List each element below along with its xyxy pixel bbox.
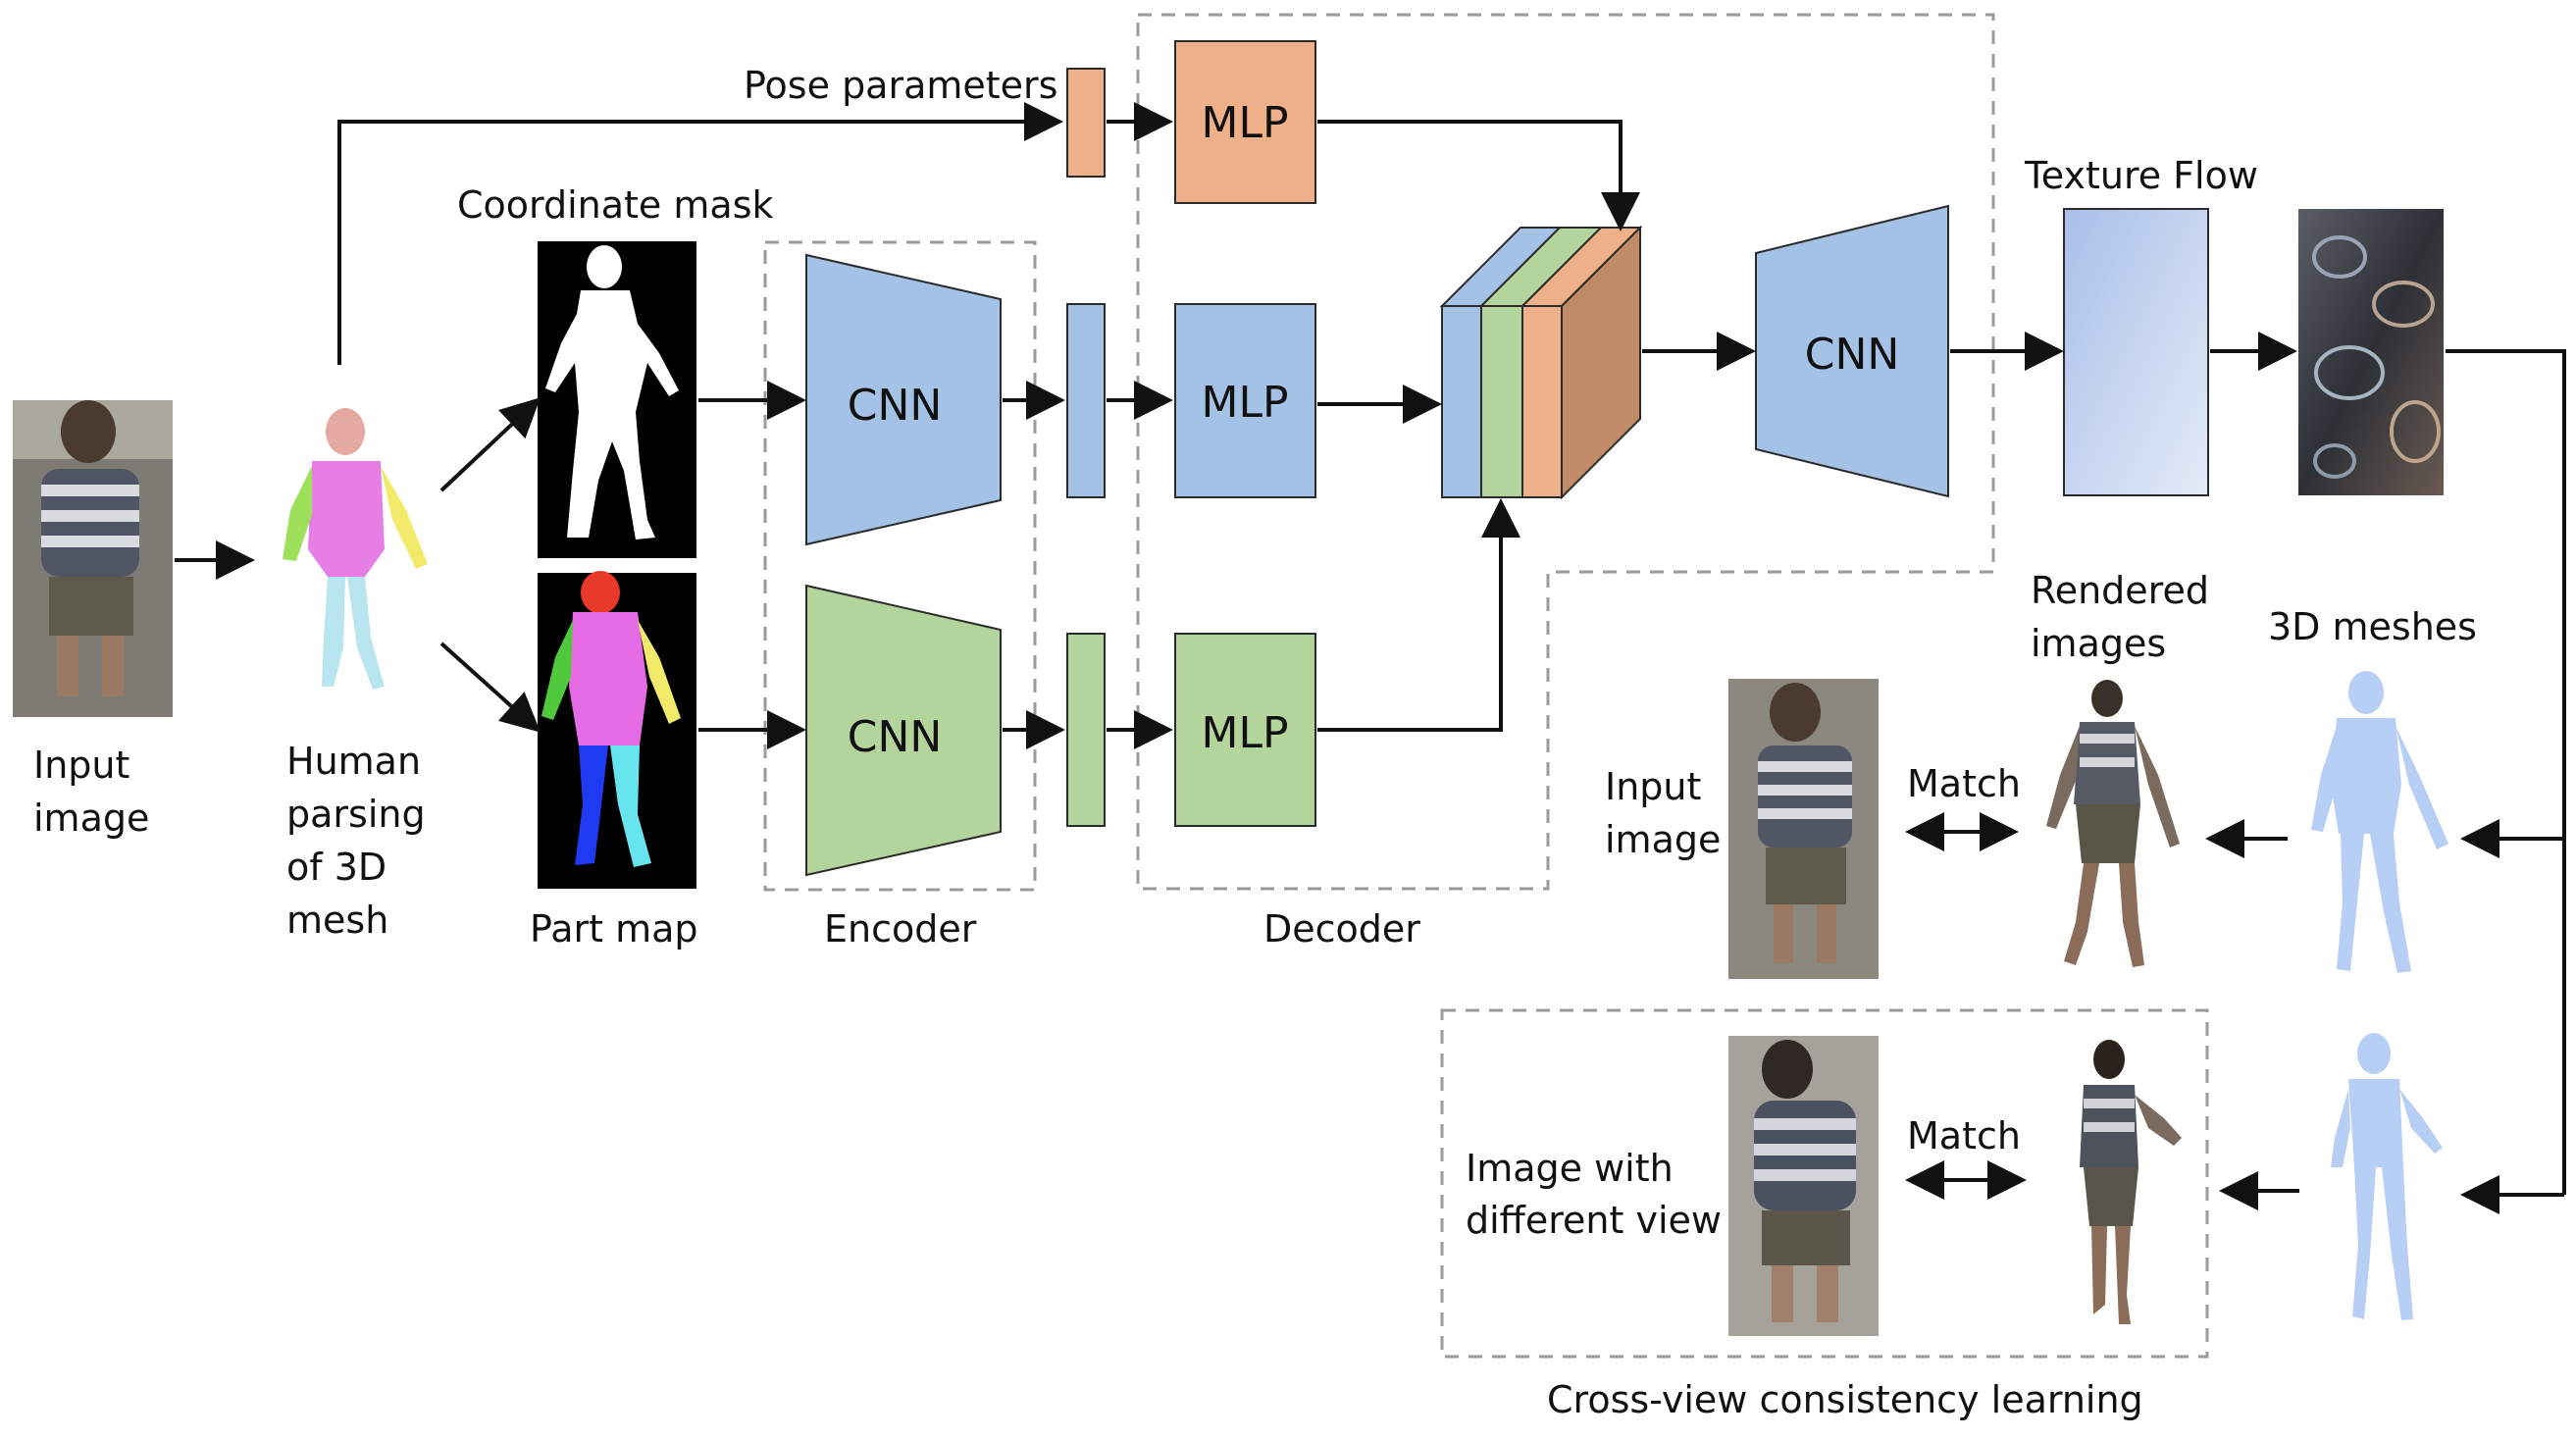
image-different-view-photo (1728, 1036, 1879, 1336)
latent-green (1066, 633, 1106, 827)
human-parsing-label: Human parsing of 3D mesh (286, 740, 438, 942)
texture-swatch (2298, 209, 2444, 495)
match-top-label: Match (1907, 762, 2021, 805)
mlp-blue (1174, 303, 1316, 498)
coordinate-mask-image (538, 241, 696, 558)
decoder-label: Decoder (1263, 907, 1420, 951)
arrows (175, 102, 2566, 1214)
texture-flow-label: Texture Flow (2024, 154, 2258, 197)
rendered-person-top (2046, 680, 2180, 967)
part-map-image (538, 571, 696, 889)
latent-blue (1066, 303, 1106, 498)
cnn-texture-label: CNN (1805, 330, 1900, 380)
mlp-green-label: MLP (1201, 708, 1288, 758)
cnn-texture-decoder (1755, 204, 1949, 498)
cnn-green-label: CNN (848, 712, 943, 762)
input-image-right-label: Input image (1605, 765, 1721, 861)
mlp-pose-label: MLP (1201, 98, 1288, 148)
pose-vector-block (1066, 68, 1106, 178)
mlp-blue-label: MLP (1201, 378, 1288, 428)
rendered-person-bottom (2080, 1040, 2182, 1324)
parsed-mesh-icon (283, 408, 428, 690)
image-different-view-label: Image with different view (1466, 1147, 1722, 1242)
cnn-green-encoder (805, 584, 1002, 877)
cnn-blue-label: CNN (848, 381, 943, 431)
texture-flow-block (2063, 208, 2209, 496)
input-image-photo (13, 400, 173, 717)
decoder-region (1136, 13, 1995, 891)
pose-parameters-label: Pose parameters (744, 64, 1057, 107)
cross-view-region (1440, 1008, 2209, 1359)
coordinate-mask-label: Coordinate mask (457, 183, 774, 227)
rendered-images-label: Rendered images (2031, 569, 2221, 665)
mlp-pose (1174, 40, 1316, 204)
encoder-region (763, 240, 1037, 892)
encoder-label: Encoder (824, 907, 977, 951)
feature-stack (1439, 225, 1643, 500)
match-bottom-label: Match (1907, 1114, 2021, 1157)
cnn-blue-encoder (805, 253, 1002, 546)
3d-meshes-label: 3D meshes (2268, 605, 2477, 648)
input-image-label: Input image (33, 744, 149, 840)
part-map-label: Part map (530, 907, 698, 951)
input-image-photo-right (1728, 679, 1879, 979)
cross-view-label: Cross-view consistency learning (1547, 1378, 2143, 1421)
blue-mesh-bottom (2331, 1033, 2443, 1320)
mlp-green (1174, 633, 1316, 827)
blue-mesh-top (2311, 671, 2448, 973)
